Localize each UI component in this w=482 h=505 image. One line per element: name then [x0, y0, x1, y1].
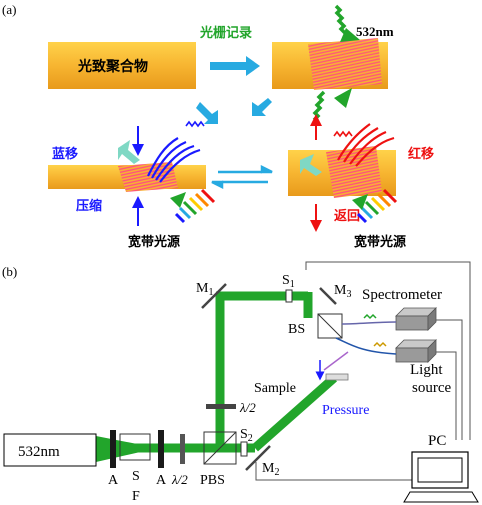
- panel-a-label: (a): [2, 2, 16, 17]
- shutter-s2: [240, 441, 248, 457]
- shutter-s1-label: S1: [282, 273, 295, 290]
- aperture-right-label: A: [156, 473, 167, 488]
- spatial-filter-s: S: [132, 469, 140, 484]
- broadband-source-left: [170, 188, 216, 224]
- signal-wires: [255, 261, 471, 481]
- aperture-left: [110, 430, 116, 468]
- half-wave-plate-lower: [180, 434, 185, 464]
- process-arrow-right: [210, 56, 260, 76]
- spatial-filter-f: F: [132, 489, 140, 504]
- broadband-right-label: 宽带光源: [353, 234, 406, 250]
- green-beam: [96, 291, 337, 462]
- mirror-m3: [319, 287, 337, 305]
- spatial-filter: [119, 433, 151, 461]
- light-source-label-2: source: [412, 380, 451, 396]
- blue-reflected-rays: [147, 137, 201, 183]
- half-wave-upper-label: λ/2: [239, 400, 256, 415]
- mirror-m3-label: M3: [334, 283, 351, 300]
- stretched-grating: [326, 146, 382, 198]
- broadband-left-label: 宽带光源: [127, 234, 180, 250]
- grating-record-label: 光栅记录: [199, 25, 252, 41]
- reflected-arrow-left: [118, 140, 140, 164]
- shutter-s1: [285, 289, 293, 303]
- optical-fibers: [323, 313, 397, 371]
- bs-label: BS: [288, 322, 305, 337]
- red-wave: [333, 130, 353, 138]
- sample-plate: [325, 373, 349, 381]
- mirror-m2: [245, 445, 271, 471]
- panel-b-label: (b): [2, 264, 17, 279]
- process-arrow-down-right: [252, 98, 272, 116]
- laser-box: [3, 433, 97, 467]
- light-source-label-1: Light: [410, 362, 443, 378]
- laser-box-label: 532nm: [18, 444, 60, 460]
- recorded-grating: [308, 38, 382, 90]
- blue-shift-label: 蓝移: [52, 146, 78, 162]
- polymer-slab: [48, 42, 196, 89]
- sample-label: Sample: [254, 381, 296, 396]
- laser-beam-bottom: [312, 88, 352, 122]
- compress-label: 压缩: [76, 198, 102, 214]
- return-label: 返回: [334, 209, 360, 224]
- mirror-m1-label: M1: [196, 281, 213, 298]
- pc-computer: [403, 451, 479, 503]
- mirror-m2-label: M2: [262, 461, 279, 478]
- half-wave-lower-label: λ/2: [171, 472, 188, 487]
- light-source-box: [395, 339, 437, 363]
- pbs-label: PBS: [200, 473, 225, 488]
- beam-splitter: [317, 313, 343, 339]
- spectrometer-label: Spectrometer: [362, 287, 442, 303]
- broadband-source-right: [352, 188, 398, 224]
- laser-label-top: 532nm: [356, 24, 394, 39]
- pressure-label: Pressure: [322, 403, 369, 418]
- polymer-label: 光致聚合物: [77, 58, 148, 75]
- red-shift-label: 红移: [408, 146, 434, 162]
- half-wave-plate-upper: [206, 404, 236, 409]
- pbs-cube: [203, 431, 237, 465]
- pc-label: PC: [428, 433, 446, 449]
- spectrometer-box: [395, 307, 437, 331]
- shutter-s2-label: S2: [240, 427, 253, 444]
- aperture-right: [158, 430, 164, 468]
- mirror-m1: [201, 283, 227, 309]
- blue-wave: [185, 120, 205, 128]
- process-arrow-down-left: [196, 102, 218, 124]
- aperture-left-label: A: [108, 473, 119, 488]
- laser-beam-top: [334, 4, 360, 42]
- compressed-grating: [118, 162, 178, 192]
- reversible-arrows: [211, 164, 273, 190]
- red-reflected-rays: [337, 123, 395, 167]
- reflected-arrow-right: [300, 154, 322, 176]
